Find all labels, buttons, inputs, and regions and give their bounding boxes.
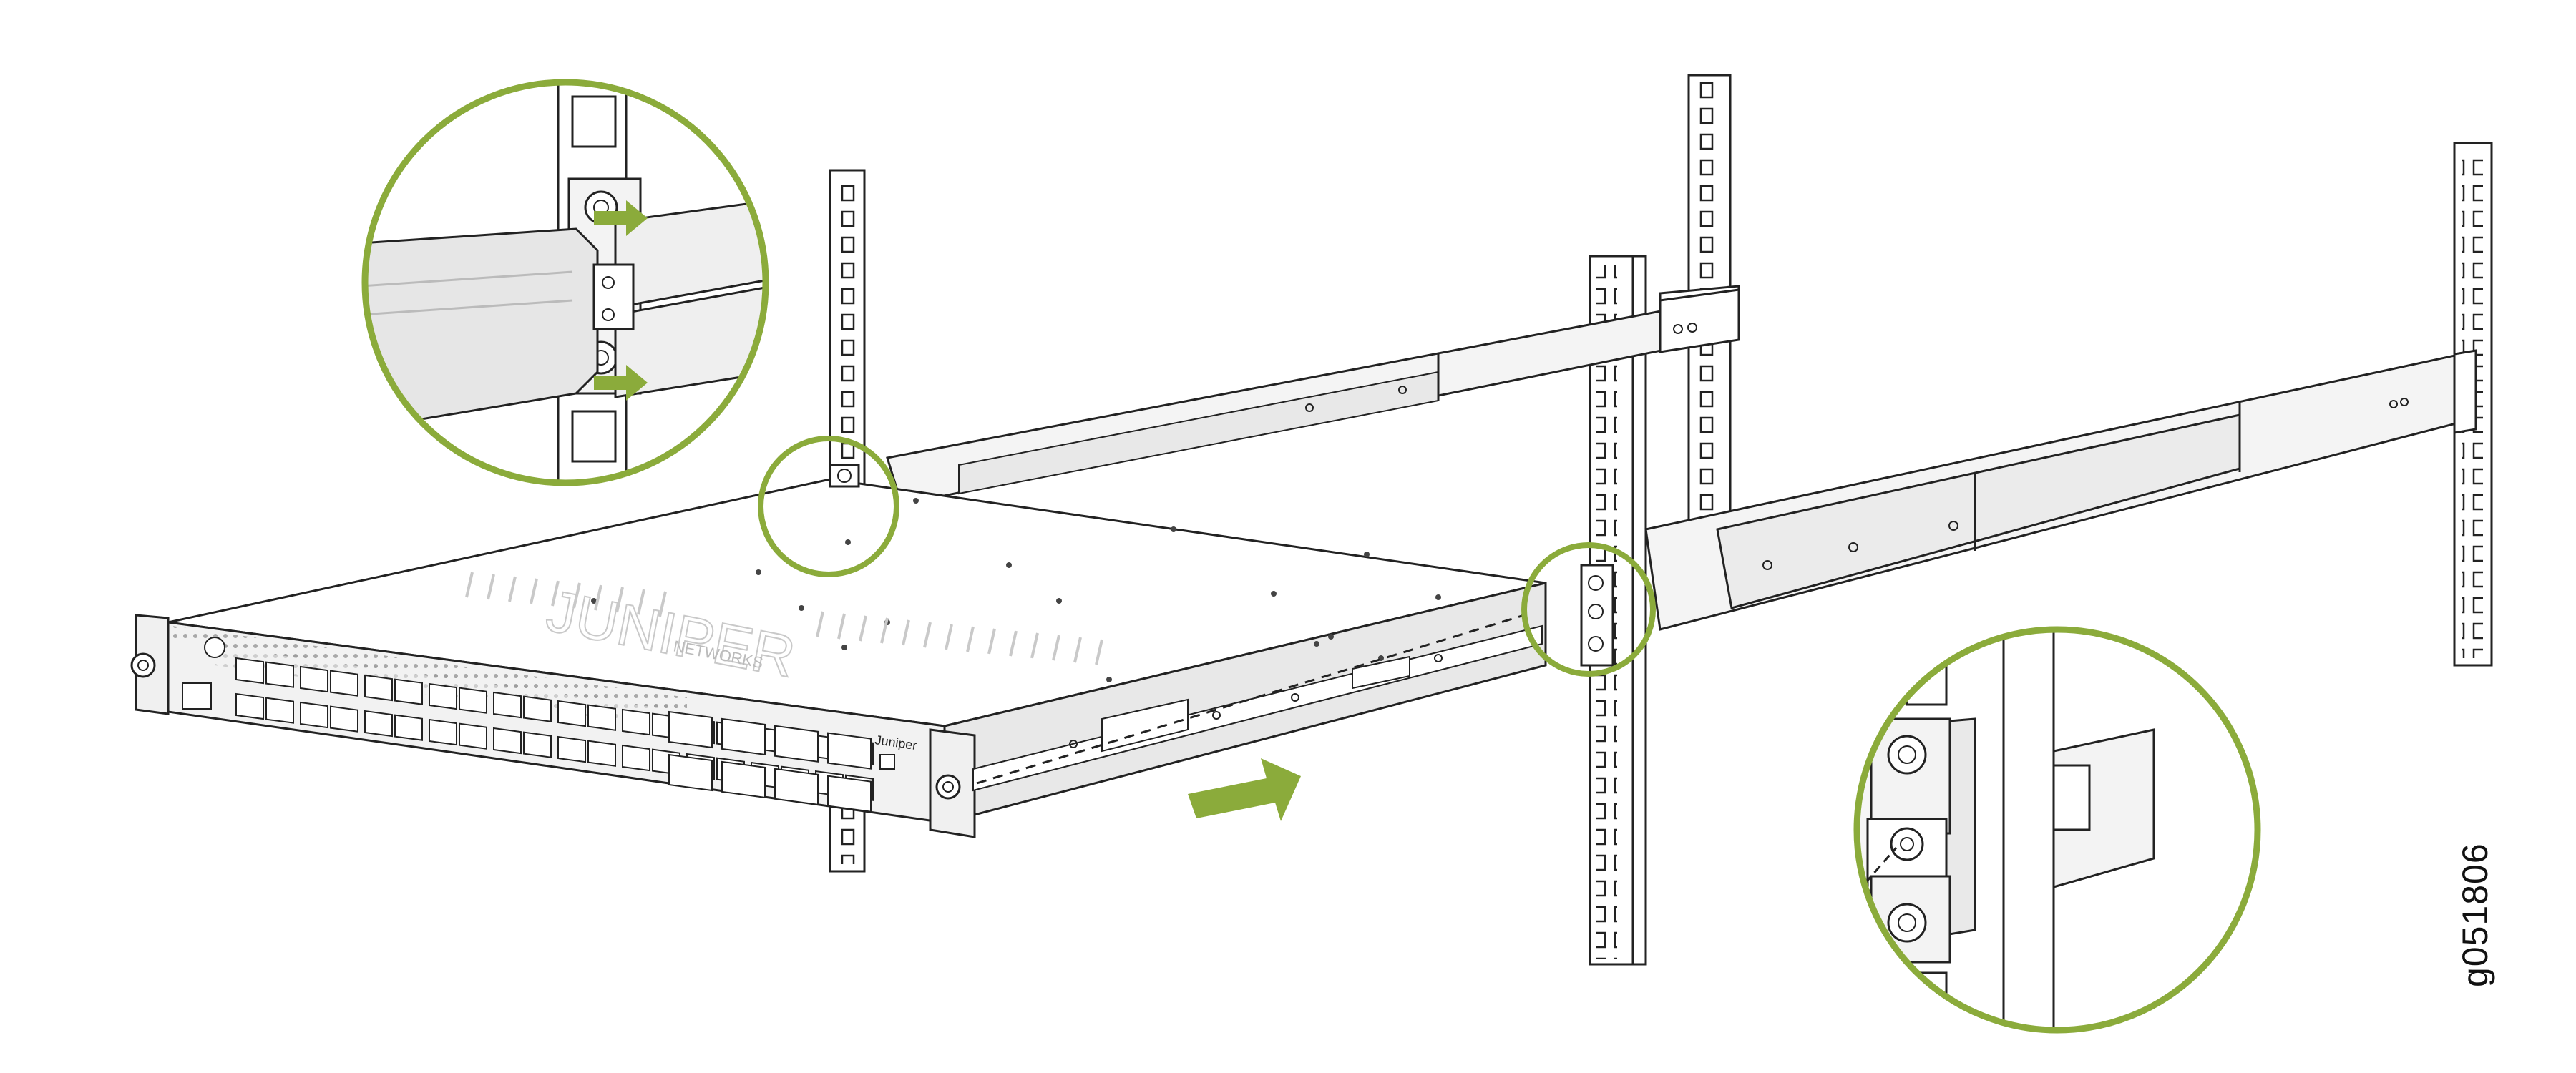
insert-arrow-icon bbox=[1857, 733, 1869, 769]
insert-arrow-icon bbox=[1857, 916, 1869, 951]
callout-ring-top-left-post bbox=[758, 436, 899, 577]
magnifier-callout bbox=[361, 79, 769, 486]
status-led bbox=[879, 754, 895, 770]
screw-icon bbox=[1887, 735, 1927, 775]
screw-icon bbox=[1890, 827, 1924, 861]
vent-lines bbox=[465, 572, 1103, 665]
insert-arrow-icon bbox=[1188, 758, 1301, 821]
screw-icon bbox=[130, 652, 156, 678]
screw-icon bbox=[935, 774, 961, 800]
console-port bbox=[204, 637, 225, 658]
screw-icon bbox=[1887, 903, 1927, 943]
switch-chassis: JUNIPER NETWORKS bbox=[130, 478, 1547, 838]
top-left-screw bbox=[829, 464, 860, 488]
insert-arrow-icon bbox=[594, 200, 648, 236]
sfp-port-block bbox=[235, 657, 874, 813]
callout-ring-rear-bracket bbox=[1521, 542, 1656, 677]
mgmt-port bbox=[182, 682, 212, 710]
figure-id-label: g051806 bbox=[2455, 843, 2495, 987]
insert-arrow-icon bbox=[594, 365, 648, 401]
rear-mounting-rail-right bbox=[1644, 349, 2477, 631]
rear-bracket bbox=[1580, 564, 1614, 667]
rear-flange-bracket bbox=[1659, 288, 1740, 353]
magnifier-callout bbox=[1853, 626, 2261, 1034]
